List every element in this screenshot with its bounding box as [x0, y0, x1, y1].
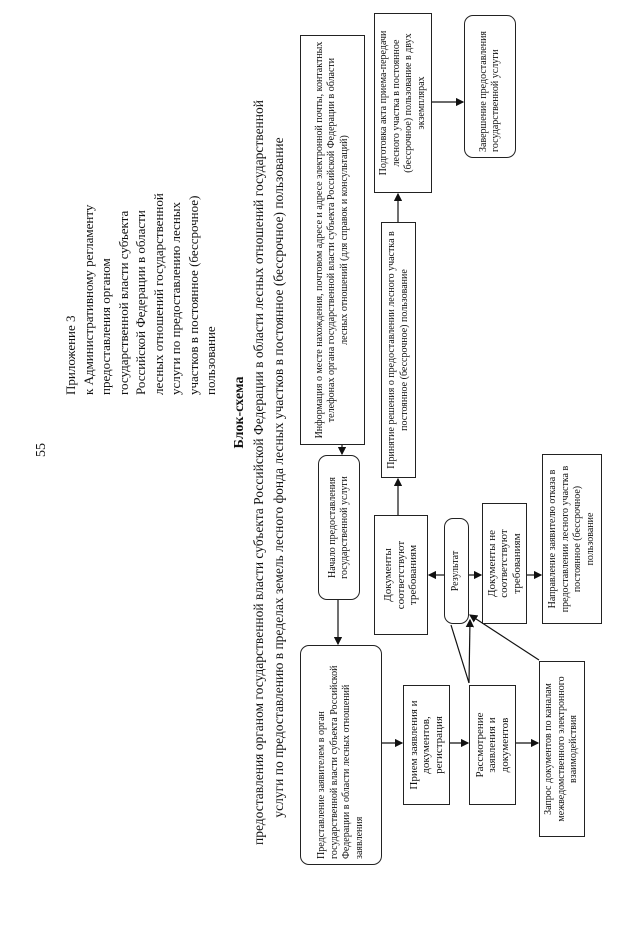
result-node: Результат [444, 518, 469, 624]
arrow-request-result [468, 614, 540, 661]
arrow-review-result-diag [450, 624, 470, 684]
act-box: Подготовка акта приема-передачи лесного … [374, 13, 432, 193]
arrow-review-result [465, 618, 475, 684]
docs-not-ok-box: Документы не соответствуют требованиям [482, 503, 527, 624]
decision-box: Принятие решения о предоставлении лесног… [381, 222, 416, 478]
info-box: Информация о месте нахождения, почтовом … [300, 35, 365, 445]
finish-node: Завершение предоставления государственно… [464, 15, 516, 158]
refusal-box: Направление заявителю отказа в предостав… [542, 454, 602, 624]
flow-arrows [333, 97, 543, 748]
rotated-page: 55 Приложение 3 к Административному регл… [34, 13, 602, 865]
request-box: Запрос документов по каналам межведомств… [539, 661, 585, 837]
docs-ok-box: Документы соответствуют требованиям [374, 515, 428, 635]
review-box: Рассмотрение заявления и документов [469, 685, 516, 805]
start-node: Начало предоставления государственной ус… [318, 455, 360, 600]
reception-box: Прием заявления и документов, регистраци… [403, 685, 450, 805]
application-node: Представление заявителем в орган государ… [300, 645, 382, 865]
